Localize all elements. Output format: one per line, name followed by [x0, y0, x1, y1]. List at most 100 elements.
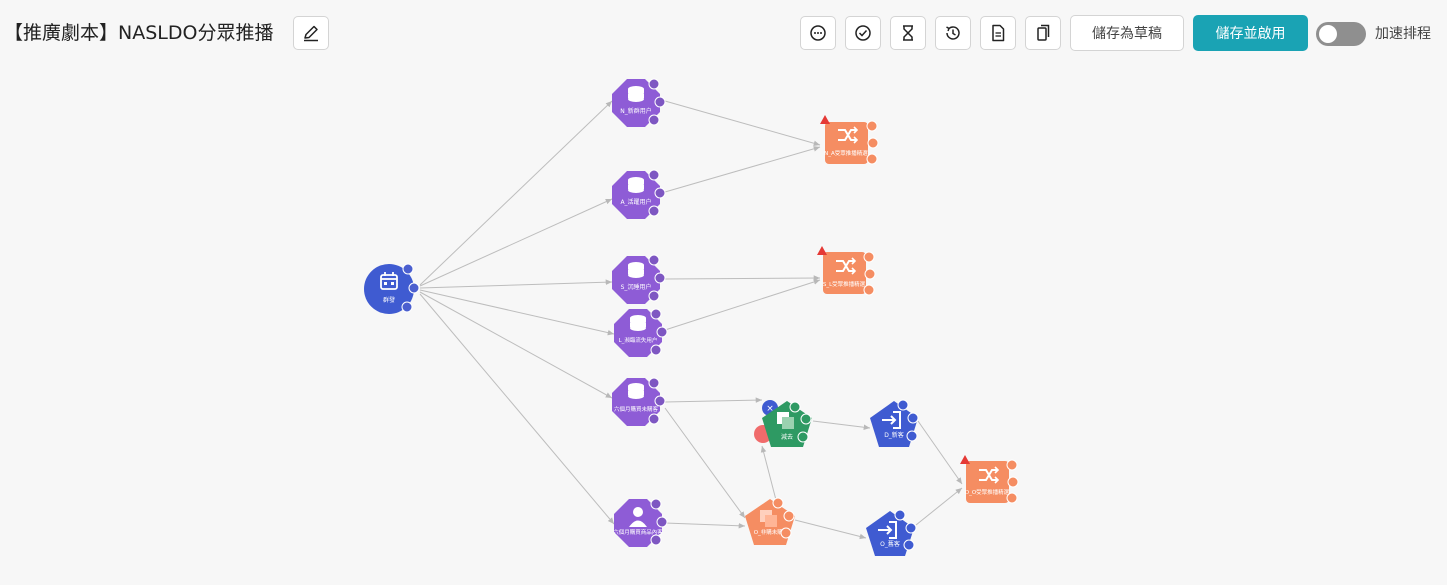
- share-icon[interactable]: [654, 272, 666, 284]
- share-icon[interactable]: [408, 282, 420, 294]
- action-node[interactable]: S_L受眾推播精選: [817, 246, 876, 296]
- share-icon[interactable]: [656, 326, 668, 338]
- segment-node[interactable]: 六個月購買商品內客: [613, 499, 663, 547]
- share-icon[interactable]: [654, 96, 666, 108]
- delete-icon[interactable]: [1006, 492, 1018, 504]
- database-icon: [628, 177, 644, 193]
- intersect-node[interactable]: O_非購未購客: [745, 497, 795, 545]
- segment-label: 六個月購買未購客: [614, 405, 659, 413]
- delete-icon[interactable]: [648, 205, 660, 217]
- edge: [664, 100, 821, 146]
- settings-icon[interactable]: [789, 401, 801, 413]
- copy-button[interactable]: [1025, 16, 1061, 50]
- segment-node[interactable]: 六個月購買未購客: [612, 378, 660, 426]
- settings-icon[interactable]: [648, 78, 660, 90]
- delete-icon[interactable]: [648, 114, 660, 126]
- settings-icon[interactable]: [894, 509, 906, 521]
- settings-icon[interactable]: [648, 377, 660, 389]
- segment-node[interactable]: N_新群用户: [612, 79, 660, 127]
- settings-icon[interactable]: [650, 308, 662, 320]
- shuffle-icon: [838, 126, 859, 144]
- settings-icon[interactable]: [650, 498, 662, 510]
- share-icon[interactable]: [654, 187, 666, 199]
- delete-icon[interactable]: [648, 413, 660, 425]
- share-icon[interactable]: [656, 516, 668, 528]
- segment-node[interactable]: A_活躍用户: [612, 171, 660, 219]
- delete-icon[interactable]: [780, 527, 792, 539]
- action-node[interactable]: D_O受眾推播精選: [960, 455, 1019, 504]
- enter-node[interactable]: D_新客: [870, 399, 919, 447]
- subtract-node[interactable]: × 減去: [754, 400, 812, 447]
- user-icon: [629, 507, 647, 527]
- share-icon[interactable]: [800, 413, 812, 425]
- hourglass-icon: [903, 25, 913, 41]
- shuffle-icon: [979, 466, 1000, 484]
- intersect-icon: [760, 510, 777, 527]
- delete-icon[interactable]: [863, 284, 875, 296]
- copy-icon: [1037, 24, 1050, 41]
- settings-icon[interactable]: [648, 254, 660, 266]
- report-button[interactable]: [980, 16, 1016, 50]
- delete-icon[interactable]: [906, 430, 918, 442]
- action-label: N_A受眾推播精選: [824, 149, 868, 157]
- validate-button[interactable]: [845, 16, 881, 50]
- edge: [664, 275, 821, 281]
- delete-icon[interactable]: [648, 290, 660, 302]
- delete-icon[interactable]: [903, 539, 915, 551]
- trigger-node[interactable]: 群發: [364, 264, 414, 314]
- flow-diagram: 群發 N_新群用户 A_活躍用户 S_沉睡用户 L_瀕臨流失用户 六個月: [364, 78, 1019, 556]
- settings-icon[interactable]: [1006, 459, 1018, 471]
- database-icon: [628, 383, 644, 399]
- edge: [419, 279, 613, 289]
- edge: [812, 420, 871, 431]
- edge: [419, 100, 613, 286]
- page-title: 【推廣劇本】NASLDO分眾推播: [4, 22, 274, 44]
- chat-bubble-icon: [810, 25, 826, 41]
- flow-canvas[interactable]: 群發 N_新群用户 A_活躍用户 S_沉睡用户 L_瀕臨流失用户 六個月: [0, 66, 1447, 581]
- history-button[interactable]: [935, 16, 971, 50]
- edge: [794, 519, 867, 540]
- segment-node[interactable]: L_瀕臨流失用户: [614, 309, 662, 357]
- action-label: D_新客: [884, 431, 904, 439]
- share-icon[interactable]: [867, 137, 879, 149]
- settings-icon[interactable]: [863, 251, 875, 263]
- settings-icon[interactable]: [772, 497, 784, 509]
- save-enable-button[interactable]: 儲存並啟用: [1193, 15, 1308, 51]
- share-icon[interactable]: [654, 395, 666, 407]
- segment-label: 六個月購買商品內客: [613, 528, 663, 536]
- edge: [915, 487, 963, 526]
- database-icon: [628, 86, 644, 102]
- edge: [664, 397, 763, 403]
- share-icon[interactable]: [905, 522, 917, 534]
- share-icon[interactable]: [907, 412, 919, 424]
- segment-node[interactable]: S_沉睡用户: [612, 256, 660, 304]
- delete-icon[interactable]: [650, 344, 662, 356]
- delete-icon[interactable]: [650, 534, 662, 546]
- share-icon[interactable]: [783, 510, 795, 522]
- settings-icon[interactable]: [866, 120, 878, 132]
- segment-label: L_瀕臨流失用户: [619, 336, 658, 344]
- settings-icon[interactable]: [648, 169, 660, 181]
- action-node[interactable]: N_A受眾推播精選: [820, 115, 879, 165]
- pencil-icon: [304, 25, 318, 42]
- calendar-icon: [380, 272, 398, 290]
- settings-icon[interactable]: [897, 399, 909, 411]
- schedule-button[interactable]: [890, 16, 926, 50]
- accelerate-toggle[interactable]: [1316, 22, 1366, 46]
- database-icon: [628, 262, 644, 278]
- delete-icon[interactable]: [797, 431, 809, 443]
- segment-label: N_新群用户: [620, 107, 652, 115]
- action-label: O_舊客: [880, 540, 900, 548]
- edit-title-button[interactable]: [293, 16, 329, 50]
- comment-button[interactable]: [800, 16, 836, 50]
- settings-icon[interactable]: [402, 263, 414, 275]
- delete-icon[interactable]: [866, 153, 878, 165]
- subtract-icon: [777, 412, 794, 429]
- action-label: S_L受眾推播精選: [823, 280, 866, 288]
- share-icon[interactable]: [864, 268, 876, 280]
- save-draft-button[interactable]: 儲存為草稿: [1070, 15, 1184, 51]
- share-icon[interactable]: [1007, 476, 1019, 488]
- segment-label: A_活躍用户: [620, 198, 651, 206]
- enter-node[interactable]: O_舊客: [866, 509, 917, 556]
- delete-icon[interactable]: [401, 301, 413, 313]
